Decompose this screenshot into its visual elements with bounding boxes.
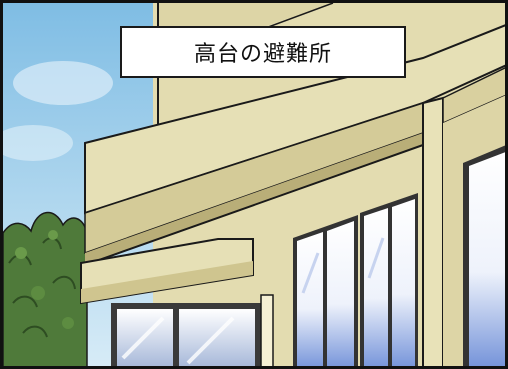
trees: [3, 211, 88, 366]
caption-text: 高台の避難所: [193, 42, 332, 67]
caption-box: 高台の避難所: [120, 26, 406, 78]
window-group-center: [293, 193, 418, 366]
